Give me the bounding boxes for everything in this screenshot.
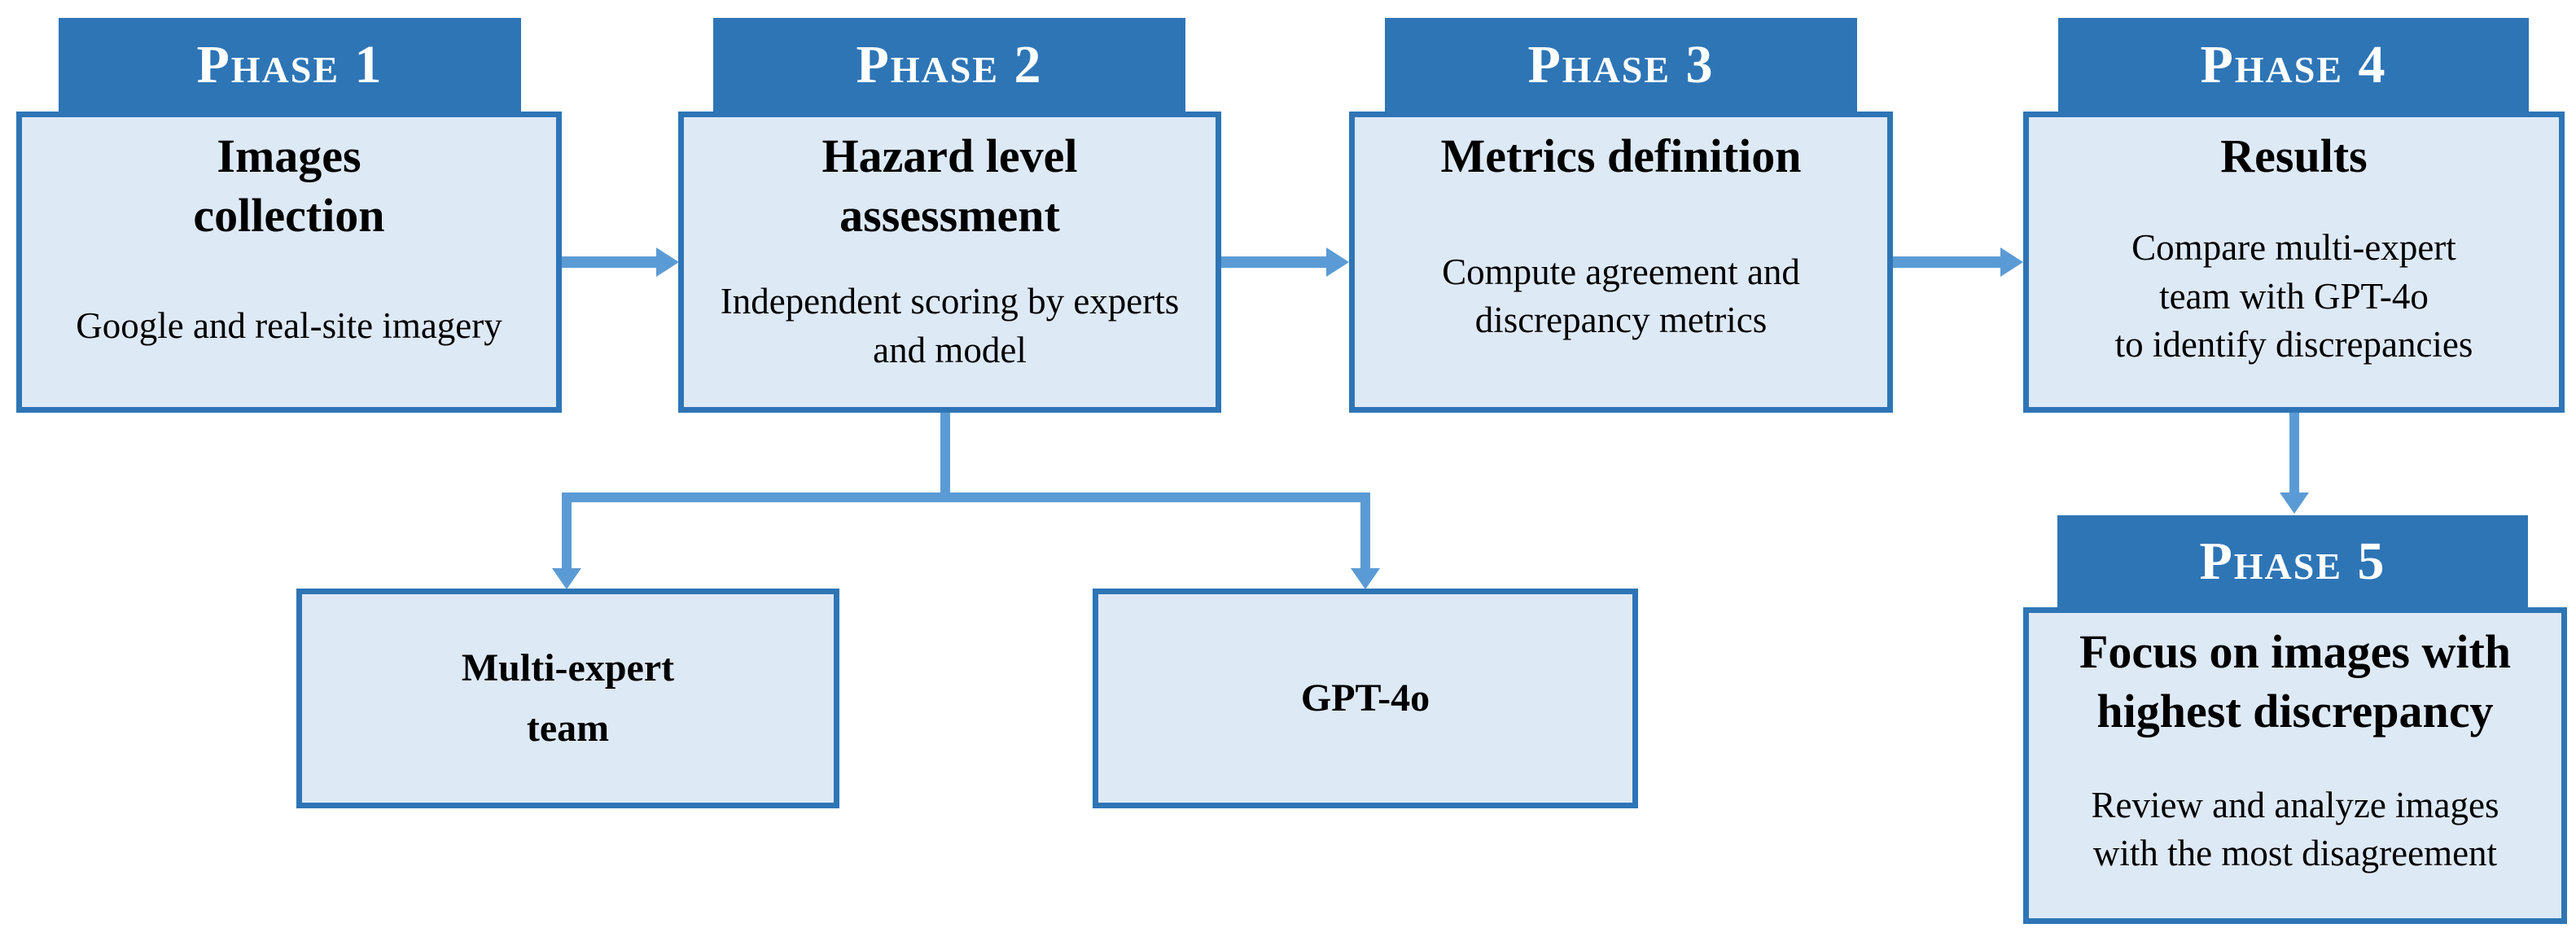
multi-expert-team-box: Multi-expert team — [296, 589, 839, 808]
phase-1-title: Images collection — [193, 129, 385, 242]
gpt-4o-label: GPT-4o — [1300, 676, 1430, 720]
phase-3-header: Phase 3 — [1385, 18, 1857, 112]
arrow-phase2-phase3-head — [1326, 247, 1349, 277]
multi-expert-team-label: Multi-expert team — [461, 646, 675, 750]
phase-5-header: Phase 5 — [2057, 515, 2528, 607]
phase-2-box: Hazard level assessment Independent scor… — [678, 112, 1221, 413]
arrow-phase3-phase4-head — [2000, 247, 2023, 277]
arrow-phase1-phase2-head — [656, 247, 679, 277]
phase-1-header: Phase 1 — [59, 18, 521, 112]
phase-1-description: Google and real-site imagery — [76, 304, 502, 346]
gpt-4o-box: GPT-4o — [1093, 589, 1638, 808]
phase-3-description: Compute agreement and discrepancy metric… — [1442, 251, 1800, 341]
phase-5-description: Review and analyze images with the most … — [2091, 784, 2499, 873]
arrow-phase2-phase3-shaft — [1221, 256, 1327, 268]
arrow-phase4-phase5-head — [2280, 492, 2309, 514]
phase-5-title: Focus on images with highest discrepancy — [2079, 625, 2512, 738]
phase-2-description: Independent scoring by experts and model — [720, 281, 1180, 370]
phase-5-box: Focus on images with highest discrepancy… — [2023, 607, 2567, 924]
arrow-phase1-phase2-shaft — [562, 256, 658, 268]
phase-4-box: Results Compare multi-expert team with G… — [2023, 112, 2565, 413]
arrow-phase3-phase4-shaft — [1893, 256, 2001, 268]
phase-3-box: Metrics definition Compute agreement and… — [1349, 112, 1893, 413]
phase-1-box: Images collection Google and real-site i… — [16, 112, 562, 413]
branch-stem-phase2 — [940, 413, 950, 502]
phase-4-description: Compare multi-expert team with GPT-4o to… — [2114, 227, 2473, 365]
phase-4-title: Results — [2220, 129, 2368, 182]
arrow-branch-gpt4o-shaft — [1360, 492, 1370, 570]
phase-2-header: Phase 2 — [713, 18, 1185, 112]
phase-4-header: Phase 4 — [2058, 18, 2529, 112]
arrow-branch-gpt4o-head — [1351, 568, 1380, 589]
arrow-branch-multi-expert-head — [552, 568, 581, 589]
branch-horizontal-line — [562, 492, 1370, 502]
arrow-phase4-phase5-shaft — [2289, 413, 2299, 494]
phase-3-title: Metrics definition — [1440, 129, 1802, 182]
phase-2-title: Hazard level assessment — [821, 129, 1078, 242]
arrow-branch-multi-expert-shaft — [562, 492, 572, 570]
